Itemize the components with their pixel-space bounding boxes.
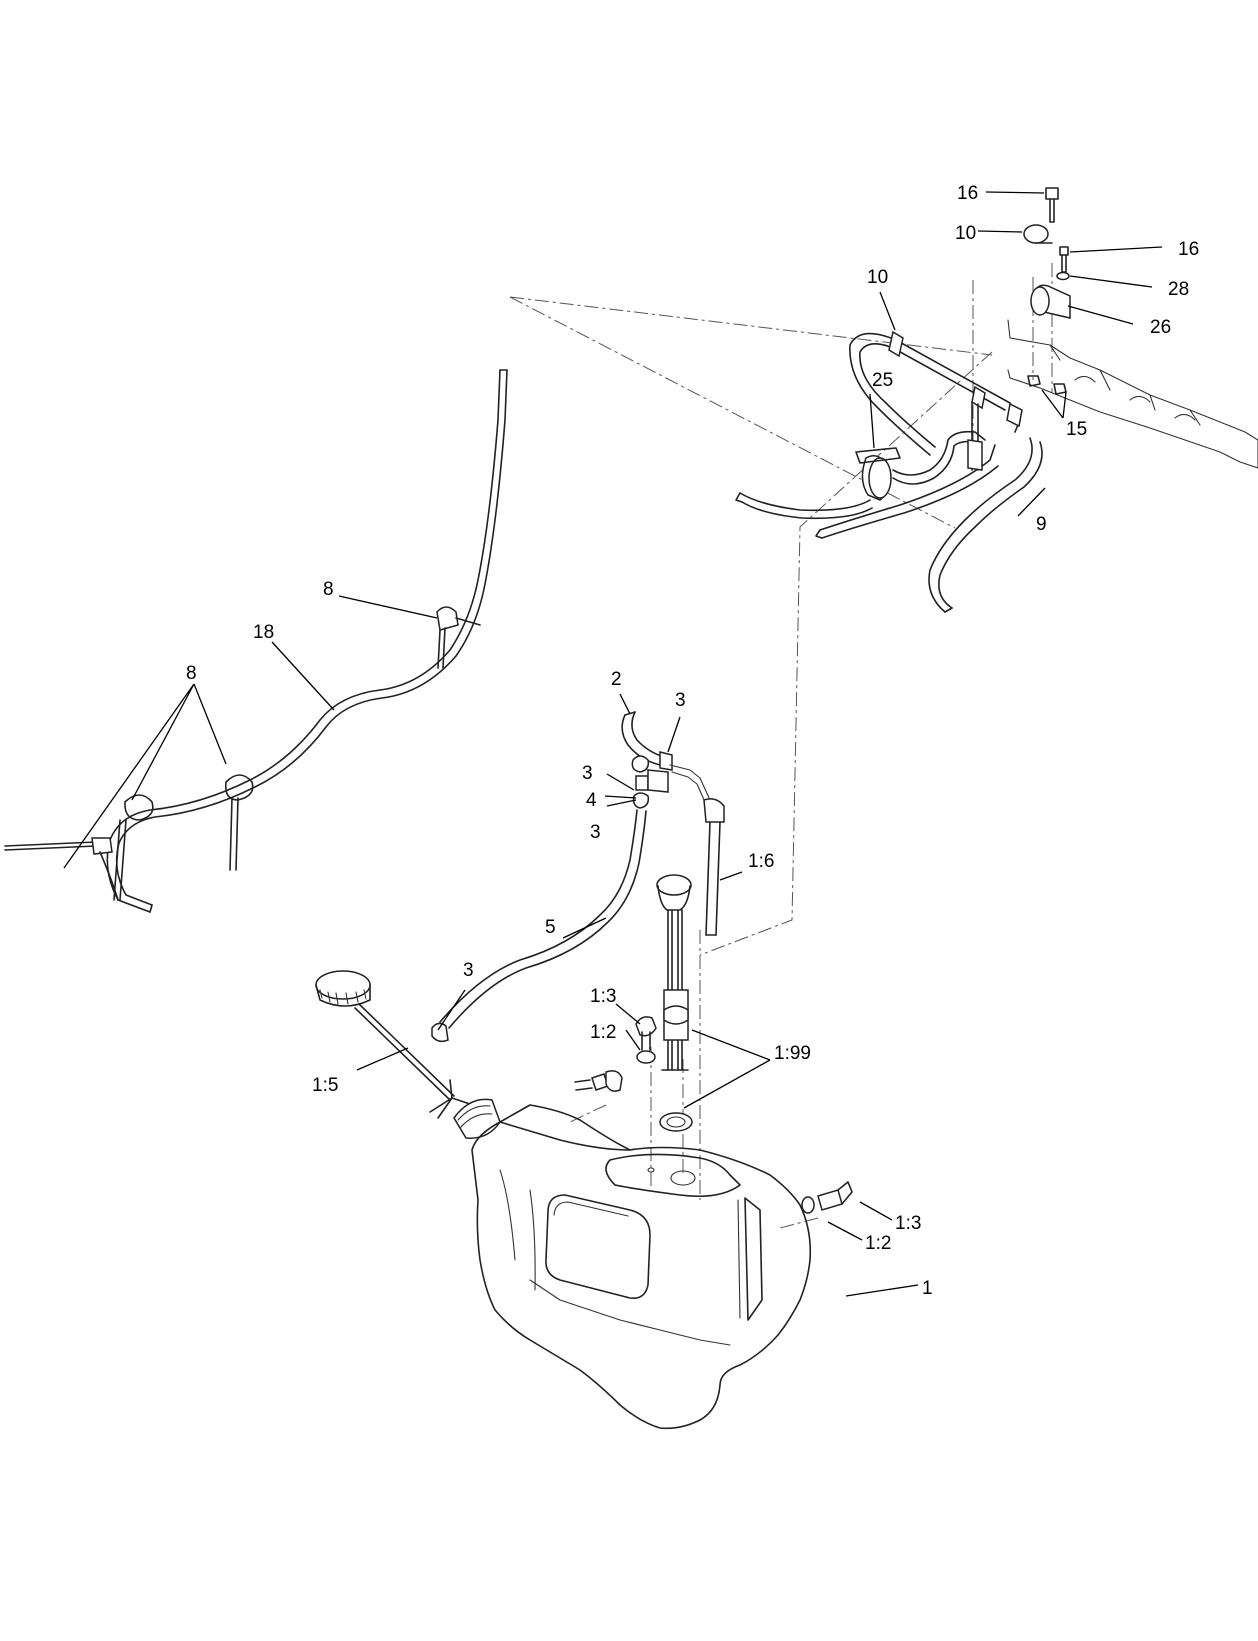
callout-1-3-side: 1:3 — [895, 1213, 921, 1234]
callout-1: 1 — [922, 1278, 933, 1299]
callout-25: 25 — [872, 370, 893, 391]
callout-28: 28 — [1168, 279, 1189, 300]
assembly-dash-lines — [509, 263, 1053, 1229]
callout-3-hose-end: 3 — [463, 960, 474, 981]
callout-1-3-top: 1:3 — [590, 986, 616, 1007]
callout-1-6: 1:6 — [748, 851, 774, 872]
callout-8-left: 8 — [186, 663, 197, 684]
callout-1-2-top: 1:2 — [590, 1022, 616, 1043]
vent-filter-hoses — [735, 330, 1043, 613]
callout-labels: 16 10 16 28 26 10 25 15 9 8 18 8 2 3 3 4… — [186, 183, 1199, 1299]
fuel-lines-center — [431, 711, 725, 1043]
callout-16-right: 16 — [1178, 239, 1199, 260]
callout-15: 15 — [1066, 419, 1087, 440]
callout-3-fitting-upper: 3 — [582, 763, 593, 784]
callout-1-99: 1:99 — [774, 1043, 811, 1064]
filter-clamp-hardware — [1023, 187, 1071, 395]
callout-3-fitting-lower: 3 — [590, 822, 601, 843]
callout-1-5: 1:5 — [312, 1075, 338, 1096]
callout-8-upper: 8 — [323, 579, 334, 600]
callout-18: 18 — [253, 622, 274, 643]
leader-lines — [63, 191, 1163, 1297]
callout-2: 2 — [611, 669, 622, 690]
callout-10-hose: 10 — [867, 267, 888, 288]
callout-26: 26 — [1150, 317, 1171, 338]
callout-5: 5 — [545, 917, 556, 938]
fuel-cap — [315, 970, 471, 1119]
vent-line-left — [4, 369, 508, 913]
callout-10-top: 10 — [955, 223, 976, 244]
callout-1-2-side: 1:2 — [865, 1233, 891, 1254]
callout-4: 4 — [586, 790, 597, 811]
fuel-tank — [453, 1070, 853, 1430]
callout-16-top: 16 — [957, 183, 978, 204]
fuel-sender-assembly — [635, 874, 693, 1132]
callout-3-top: 3 — [675, 690, 686, 711]
callout-9: 9 — [1036, 514, 1047, 535]
